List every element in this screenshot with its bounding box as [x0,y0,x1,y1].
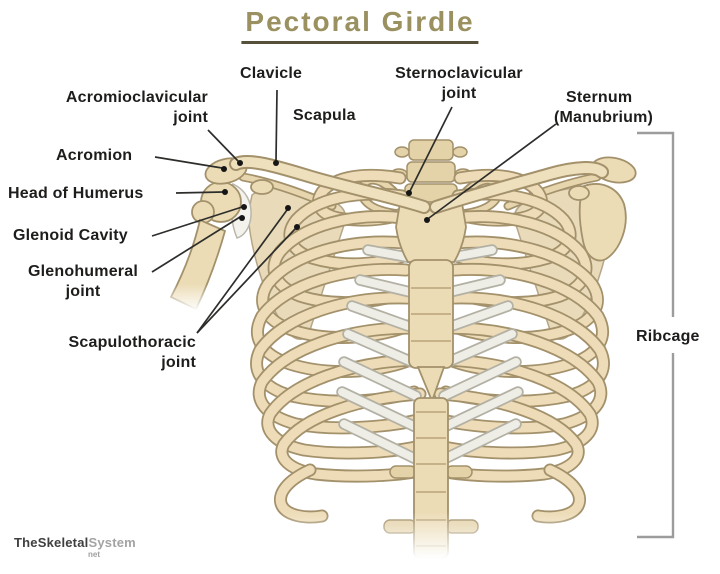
watermark-brand-light: System [88,535,136,550]
xiphoid-process [416,366,446,404]
humerus-fade [148,284,238,320]
label-scapula: Scapula [293,107,356,124]
label-glenohumeral-line1: Glenohumeral [28,263,138,280]
costal-cartilage [336,244,524,470]
watermark: TheSkeletalSystem [14,535,136,550]
leader-lines [151,89,557,334]
label-glenoid-cavity: Glenoid Cavity [13,227,128,244]
coracoid-process [250,179,274,195]
label-sternoclavicular-line2: joint [441,85,477,102]
label-glenohumeral-line2: joint [65,283,101,300]
label-ribcage: Ribcage [636,328,700,345]
label-sternum-line2: (Manubrium) [554,109,654,126]
bottom-fade [0,512,720,574]
ribcage-bracket [637,131,675,539]
label-head-of-humerus: Head of Humerus [8,185,144,202]
sternum [395,195,467,404]
clavicles [229,154,609,214]
watermark-tld: net [88,550,100,559]
label-acromioclavicular-joint: Acromioclavicular joint [28,88,208,128]
label-scapulothoracic-line2: joint [161,354,196,371]
label-sternoclavicular-joint: Sternoclavicular joint [383,64,535,104]
label-acromioclavicular-line2: joint [173,109,208,126]
page-title: Pectoral Girdle [241,6,479,44]
label-sternum: Sternum (Manubrium) [554,88,653,128]
label-acromion: Acromion [56,147,133,164]
label-acromioclavicular-line1: Acromioclavicular [65,89,208,106]
watermark-brand-bold: TheSkeletal [14,535,89,550]
label-clavicle: Clavicle [240,65,303,82]
page-title-wrap: Pectoral Girdle [241,6,479,44]
label-scapulothoracic-line1: Scapulothoracic [68,334,196,351]
label-sternum-line1: Sternum [566,89,633,106]
label-glenohumeral-joint: Glenohumeral joint [14,262,152,302]
label-sternoclavicular-line1: Sternoclavicular [395,65,523,82]
label-scapulothoracic-joint: Scapulothoracic joint [44,333,196,373]
